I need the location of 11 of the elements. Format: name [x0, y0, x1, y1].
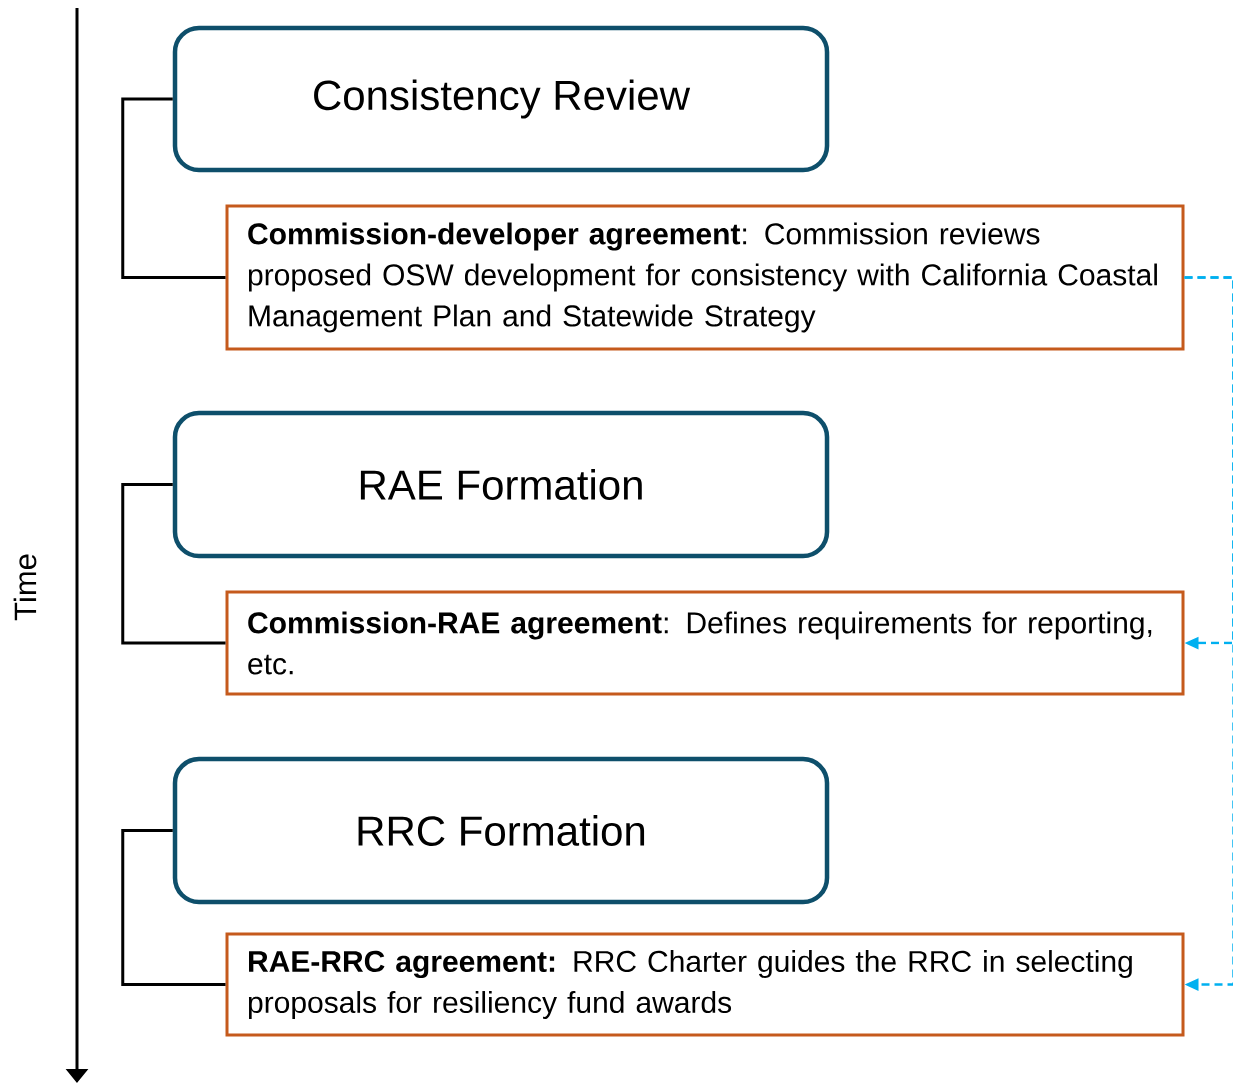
stage-box: RRC Formation: [172, 756, 830, 905]
stage-box: RAE Formation: [172, 410, 830, 559]
stage-box: Consistency Review: [172, 25, 830, 173]
agreement-box: Commission-developer agreement: Commission reviews proposed OSW development for consistency with California Coastal Management Plan and Statewide Strategy: [225, 204, 1185, 351]
bracket-connector: [121, 97, 226, 279]
bracket-connector: [121, 829, 226, 986]
agreement-box: Commission-RAE agreement: Defines requirements for reporting, etc.: [225, 590, 1185, 696]
agreement-box: RAE-RRC agreement: RRC Charter guides the RRC in selecting proposals for resiliency fund awards: [225, 932, 1185, 1037]
bracket-connector: [121, 483, 226, 645]
arrow: [1184, 276, 1233, 991]
axis-label: Time: [13, 554, 37, 621]
